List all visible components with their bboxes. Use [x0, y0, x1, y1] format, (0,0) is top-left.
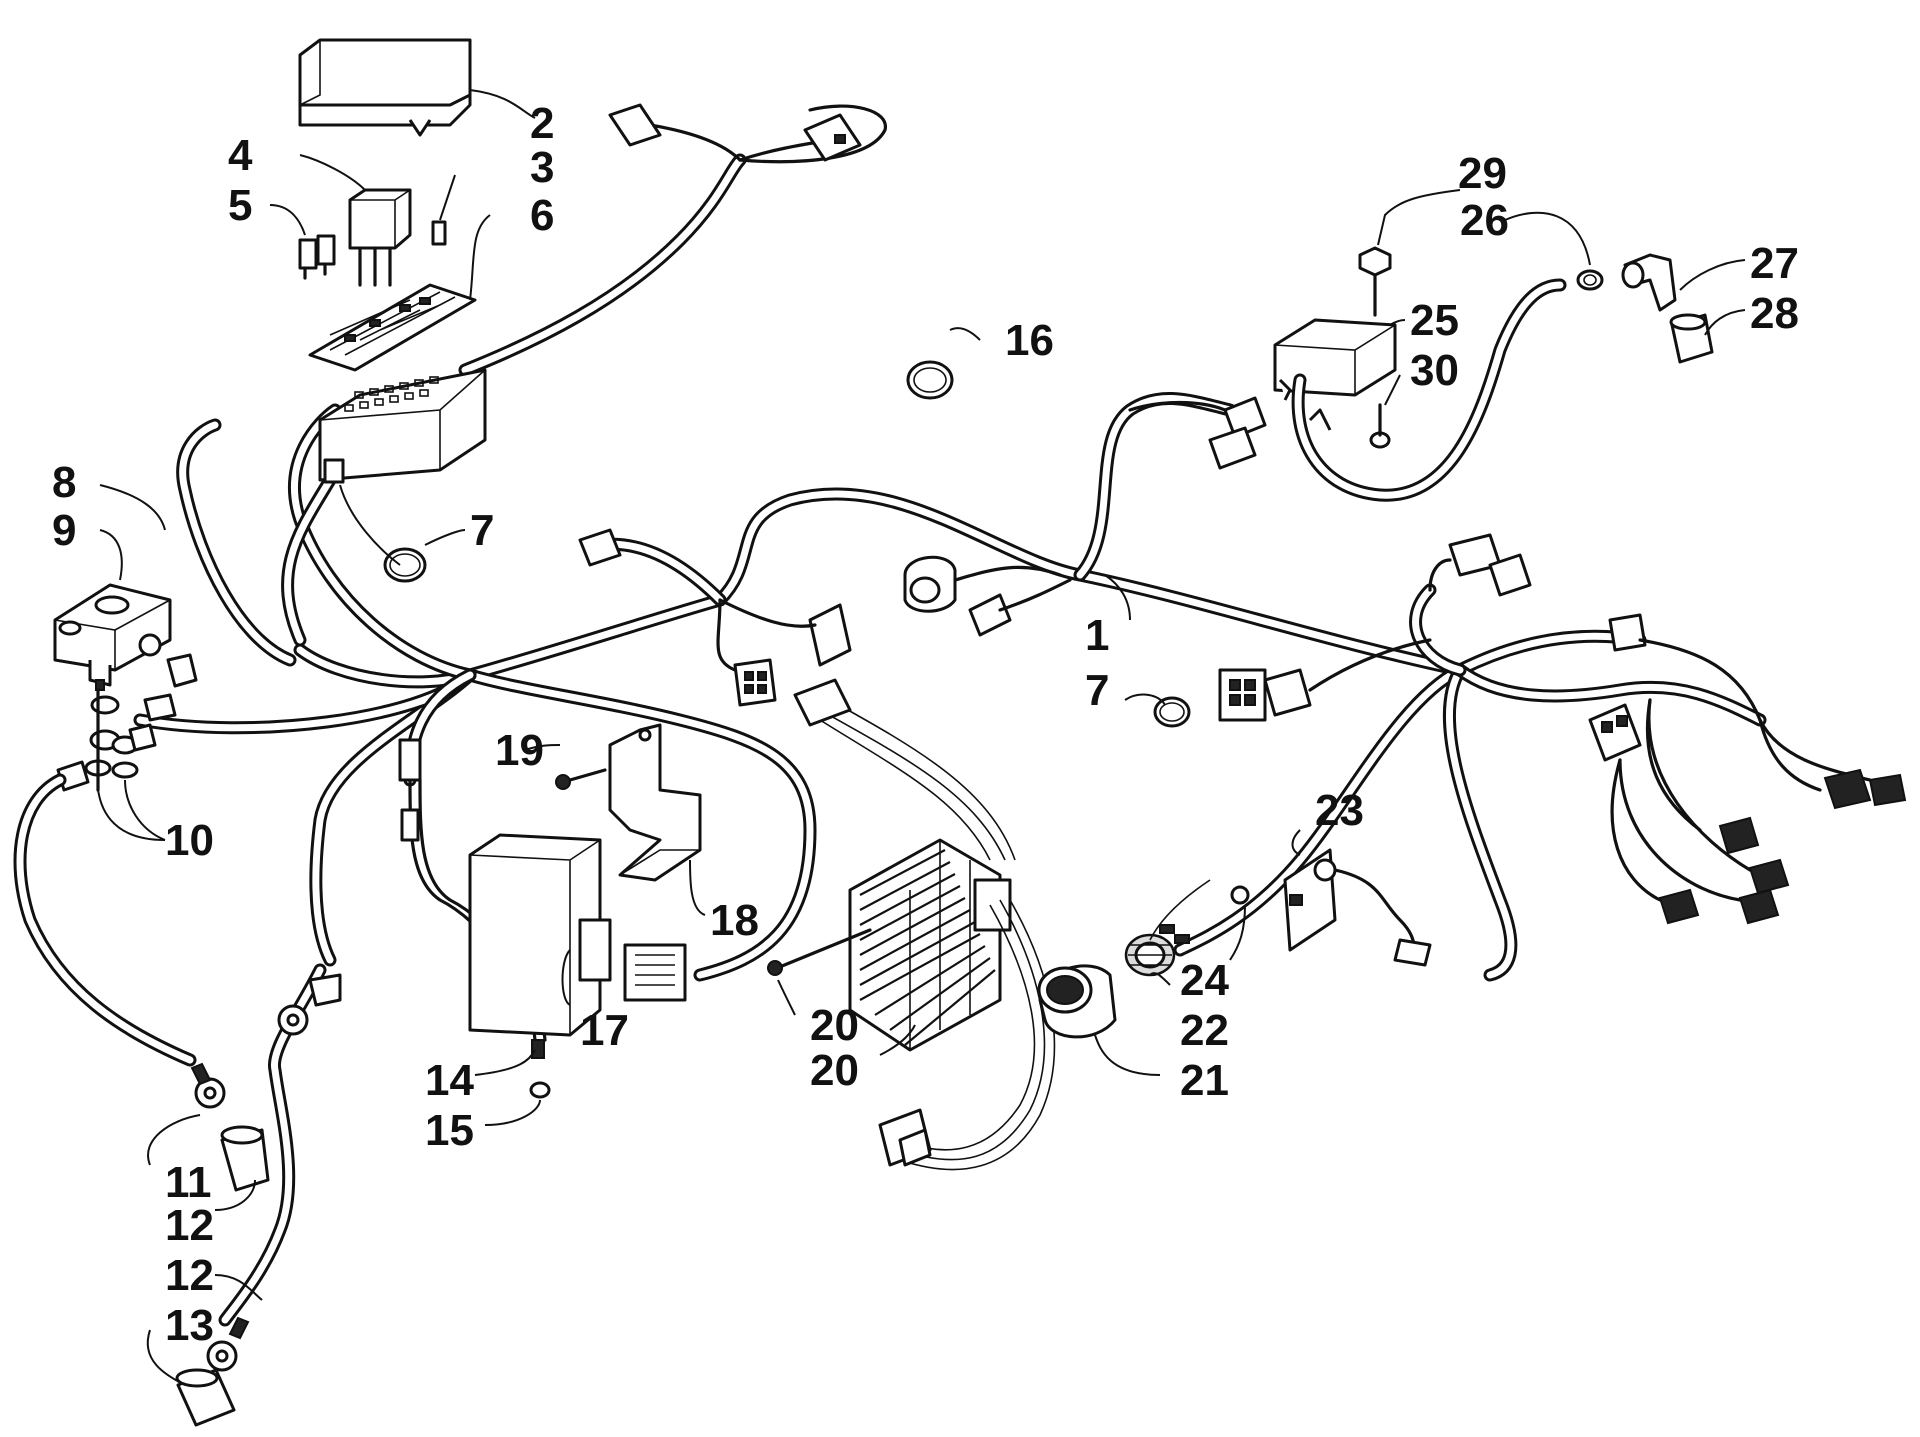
fuse-box-harness: [281, 104, 887, 647]
fuse-box-cover: [298, 38, 472, 137]
regulator-screw: [767, 928, 872, 976]
callout-12: 13: [165, 1301, 214, 1350]
fuse-harness-connectors: [608, 103, 862, 162]
callout-29: 29: [1458, 149, 1507, 198]
power-outlet: [1037, 964, 1117, 1039]
callout-16: 16: [1005, 316, 1054, 365]
callout-20: 20: [810, 1001, 859, 1050]
starter-solenoid: [53, 583, 172, 691]
callout-26: 26: [1460, 196, 1509, 245]
relay: [348, 188, 412, 287]
callout-27: 27: [1750, 239, 1799, 288]
wire-clamp: [383, 547, 427, 583]
callout-14: 14: [425, 1056, 474, 1105]
spark-plug-wire: [1291, 278, 1567, 502]
voltage-regulator: [848, 838, 1012, 1052]
leader-lines: [97, 89, 1746, 1386]
callout-labels: 1 2 3 4 5 6 7 7 8 9 10 11 12 12 13 14 15…: [52, 99, 1799, 1350]
coil-nut: [1358, 246, 1392, 317]
blade-fuses: [298, 234, 336, 280]
accessory-switch: [1230, 848, 1432, 967]
callout-13: 12: [165, 1251, 214, 1300]
cap-cover: [1669, 313, 1714, 364]
circuit-board: [308, 283, 477, 372]
mounting-screw: [555, 768, 607, 790]
callout-11: 11: [165, 1158, 212, 1207]
callout-21: 20: [810, 1046, 859, 1095]
harness-connectors: [578, 396, 1907, 925]
harness-clip: [906, 360, 954, 400]
fuse-block: [318, 368, 487, 484]
regulator-wiring: [793, 678, 1056, 1171]
callout-25: 25: [1410, 296, 1459, 345]
callout-23: 22: [1180, 1006, 1229, 1055]
cdi-mounting-bracket: [608, 723, 702, 882]
callout-6: 6: [530, 191, 554, 240]
callout-24: 23: [1315, 786, 1364, 835]
callout-10: 10: [165, 816, 214, 865]
callout-8: 8: [52, 458, 76, 507]
callout-3: 3: [530, 143, 554, 192]
plug-boot-seal: [1576, 269, 1604, 291]
callout-22: 21: [1180, 1056, 1229, 1105]
callout-7: 7: [470, 506, 494, 555]
wire-clamp: [1153, 696, 1191, 728]
callout-9: 9: [52, 506, 76, 555]
callout-30: 30: [1410, 346, 1459, 395]
callout-28: 28: [1750, 289, 1799, 338]
callout-17: 17: [580, 1006, 629, 1055]
callout-2: 2: [530, 99, 554, 148]
callout-15: 15: [425, 1106, 474, 1155]
mini-fuse: [431, 220, 447, 246]
callout-12: 12: [165, 1201, 214, 1250]
callout-5: 5: [228, 181, 252, 230]
callout-1: 1: [1085, 611, 1109, 660]
coil-screw: [1369, 403, 1391, 449]
nuts-and-washers: [84, 688, 139, 792]
outlet-nut: [1124, 933, 1176, 977]
cdi-module: [468, 833, 687, 1037]
terminal-boot: [220, 1125, 270, 1192]
outlet-wiring: [1149, 879, 1211, 944]
main-wiring-harness: [133, 392, 1767, 982]
callout-20: 24: [1180, 956, 1229, 1005]
callout-19: 19: [495, 726, 544, 775]
terminal-boot: [175, 1368, 236, 1427]
positive-battery-cable: [13, 773, 226, 1109]
spark-plug-cap: [1621, 253, 1677, 312]
callout-18: 18: [710, 896, 759, 945]
callout-4: 4: [228, 131, 253, 180]
callout-7: 7: [1085, 666, 1109, 715]
negative-battery-cable: [206, 963, 342, 1372]
